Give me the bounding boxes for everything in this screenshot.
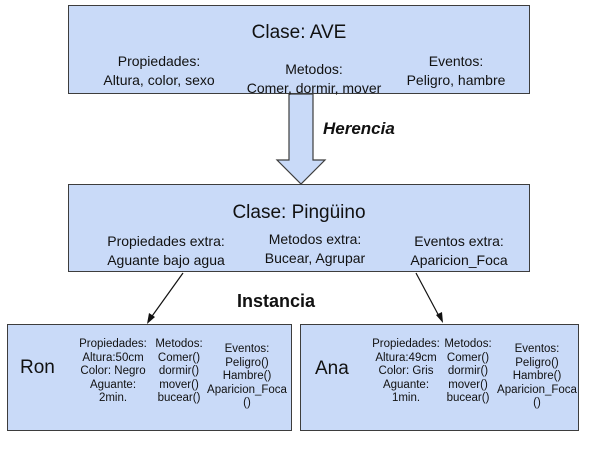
- instance-ana-event-line: Eventos:: [514, 343, 560, 355]
- instance-ron-event-line: Eventos:: [224, 343, 270, 355]
- instance-ron-prop-line: Aguante:: [89, 378, 137, 391]
- instance-ron-prop-line: Altura:50cm: [82, 351, 144, 364]
- class-pinguino-properties: Propiedades extra: Aguante bajo agua: [91, 232, 241, 270]
- class-ave-properties-label: Propiedades:: [117, 53, 201, 69]
- instance-ron-method-line: dormir(): [158, 365, 200, 377]
- instance-arrow-ana: [415, 272, 441, 319]
- class-pinguino-events-label: Eventos extra:: [414, 233, 504, 249]
- class-pinguino-box: Clase: Pingüino Propiedades extra: Aguan…: [68, 184, 530, 272]
- class-pinguino-methods-value: Bucear, Agrupar: [264, 250, 366, 266]
- instance-arrowhead-ron: [147, 313, 155, 324]
- instance-ron-events: Eventos: Peligro() Hambre() Aparicion_Fo…: [204, 343, 290, 411]
- instance-ana-prop-line: Propiedades:: [372, 338, 440, 350]
- class-ave-title: Clase: AVE: [251, 22, 347, 43]
- instance-arrowhead-ana: [436, 312, 443, 323]
- instance-ron-event-line: Peligro(): [225, 356, 269, 369]
- instance-ana-event-line: Hambre(): [512, 370, 562, 382]
- instance-ana-methods: Metodos: Comer() dormir() mover() bucear…: [441, 338, 495, 406]
- class-ave-properties: Propiedades: Altura, color, sexo: [89, 52, 229, 90]
- instance-ana-method-line: mover(): [448, 378, 488, 391]
- instance-ana-name: Ana: [315, 358, 349, 379]
- instance-ana-method-line: Comer(): [446, 351, 490, 364]
- class-ave-methods: Metodos: Comer, dormir, mover: [234, 60, 394, 98]
- class-pinguino-properties-value: Aguante bajo agua: [107, 252, 225, 268]
- instance-ron-event-line: (): [243, 397, 251, 409]
- class-pinguino-events: Eventos extra: Aparicion_Foca: [394, 232, 524, 270]
- inheritance-arrow: [275, 93, 327, 185]
- instance-ana-prop-line: 1min.: [391, 392, 421, 404]
- instance-ana-method-line: bucear(): [446, 392, 490, 404]
- instance-ana-method-line: dormir(): [447, 365, 489, 377]
- instance-ron-methods: Metodos: Comer() dormir() mover() bucear…: [152, 338, 206, 406]
- class-pinguino-events-value: Aparicion_Foca: [410, 252, 508, 268]
- class-ave-events-label: Eventos:: [428, 53, 484, 69]
- instance-ana-event-line: Aparicion_Foca: [497, 383, 577, 396]
- instance-ana-box: Ana Propiedades: Altura:49cm Color: Gris…: [300, 324, 579, 431]
- instance-ana-event-line: Peligro(): [515, 356, 559, 369]
- class-pinguino-methods: Metodos extra: Bucear, Agrupar: [241, 230, 389, 268]
- instance-label: Instancia: [237, 291, 316, 311]
- instance-ana-prop-line: Aguante:: [382, 378, 430, 391]
- instance-ron-prop-line: 2min.: [98, 392, 128, 404]
- class-ave-events: Eventos: Peligro, hambre: [391, 52, 521, 90]
- class-ave-methods-value: Comer, dormir, mover: [246, 80, 382, 96]
- instance-arrow-ron: [149, 272, 184, 320]
- instance-ron-method-line: Metodos:: [155, 338, 203, 350]
- class-ave-properties-value: Altura, color, sexo: [103, 72, 215, 88]
- class-ave-methods-label: Metodos:: [285, 61, 343, 77]
- instance-ron-prop-line: Propiedades:: [79, 338, 147, 350]
- instance-ana-prop-line: Color: Gris: [378, 365, 434, 377]
- inheritance-label: Herencia: [323, 119, 395, 138]
- instance-ana-events: Eventos: Peligro() Hambre() Aparicion_Fo…: [494, 343, 580, 411]
- class-pinguino-properties-label: Propiedades extra:: [107, 233, 225, 249]
- instance-ron-box: Ron Propiedades: Altura:50cm Color: Negr…: [7, 324, 292, 431]
- class-ave-events-value: Peligro, hambre: [406, 72, 506, 88]
- instance-ana-method-line: Metodos:: [444, 338, 492, 350]
- instance-ron-method-line: bucear(): [157, 392, 201, 404]
- instance-ron-method-line: mover(): [159, 378, 199, 391]
- class-pinguino-title: Clase: Pingüino: [232, 202, 366, 223]
- class-pinguino-methods-label: Metodos extra:: [268, 231, 362, 247]
- instance-ron-method-line: Comer(): [157, 351, 201, 364]
- instance-ana-prop-line: Altura:49cm: [375, 351, 437, 364]
- instance-ana-properties: Propiedades: Altura:49cm Color: Gris Agu…: [364, 338, 448, 406]
- instance-ana-event-line: (): [533, 397, 541, 409]
- instance-ron-properties: Propiedades: Altura:50cm Color: Negro Ag…: [72, 338, 154, 406]
- instance-ron-prop-line: Color: Negro: [80, 365, 146, 377]
- instance-ron-event-line: Aparicion_Foca: [207, 383, 287, 396]
- instance-ron-name: Ron: [20, 357, 55, 378]
- instance-ron-event-line: Hambre(): [222, 370, 272, 382]
- class-ave-box: Clase: AVE Propiedades: Altura, color, s…: [68, 5, 530, 96]
